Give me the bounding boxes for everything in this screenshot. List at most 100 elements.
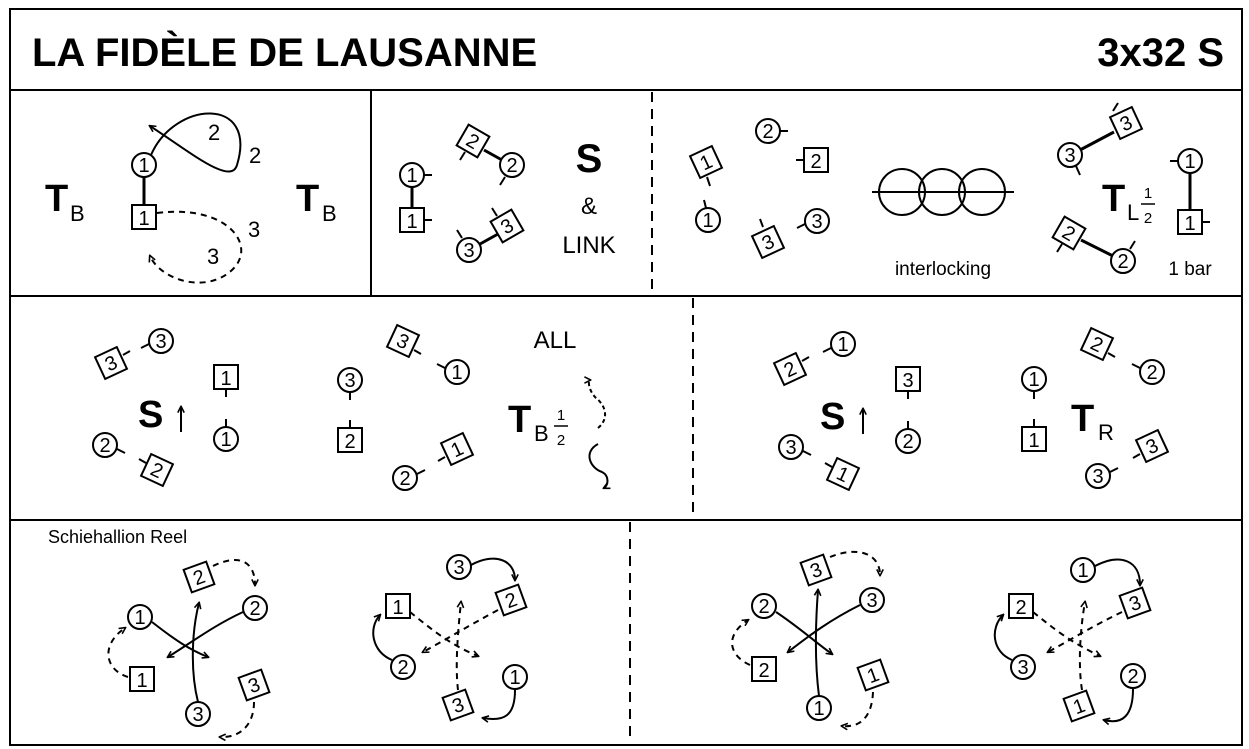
dancer-2-man <box>242 595 268 621</box>
dancer-3-woman <box>93 345 129 381</box>
dancer-label: 3 <box>811 211 822 233</box>
path-arrow <box>220 701 255 737</box>
dancer-label: 2 <box>758 596 769 618</box>
figure-setting: S <box>820 396 845 438</box>
bar-count: 1 bar <box>1168 259 1212 280</box>
path-arrow <box>842 691 874 726</box>
dancer-label: 1 <box>138 208 149 230</box>
dancer-label: 1 <box>451 362 462 384</box>
dancer-3-man <box>1085 463 1111 489</box>
dancer-1-man <box>1070 557 1096 583</box>
dancer-3-man <box>185 701 211 727</box>
dancer-label: 2 <box>344 431 355 453</box>
dancer-label: 2 <box>1015 597 1026 619</box>
formation-t-right-sub: B <box>322 201 337 226</box>
facing-tick <box>1132 453 1141 459</box>
facing-tick <box>1109 467 1119 473</box>
facing-tick <box>413 349 422 355</box>
dancer-1-woman <box>385 593 411 619</box>
dancer-label: 3 <box>785 437 796 459</box>
dancer-3-man <box>1057 142 1083 168</box>
dancer-label: 3 <box>192 704 203 726</box>
path-arrow <box>1094 558 1140 585</box>
dancer-2-woman <box>1079 326 1115 362</box>
dancer-3-man <box>456 237 482 263</box>
facing-tick <box>437 456 446 462</box>
dancer-3-woman <box>385 323 421 359</box>
dancer-3-woman <box>237 668 271 702</box>
facing-tick <box>759 218 764 228</box>
path-arrow <box>1104 688 1134 721</box>
dancer-label: 1 <box>406 165 417 187</box>
formation-t-sub: B <box>534 421 549 446</box>
dancer-2-man <box>390 654 416 680</box>
hand-link <box>1079 130 1115 152</box>
dancer-label: 1 <box>136 670 147 692</box>
dancer-3-man <box>148 328 174 354</box>
path-arrow <box>1078 602 1085 691</box>
dancer-label: 3 <box>155 331 166 353</box>
dancer-label: 1 <box>1028 369 1039 391</box>
path-arrow <box>107 628 129 678</box>
facing-tick <box>138 458 147 464</box>
panel-set-and-link: 1 1 2 2 3 3 S & LINK <box>399 123 616 263</box>
path-arrow <box>483 689 516 719</box>
reel-symbol <box>872 168 1014 216</box>
dancer-label: 1 <box>220 429 231 451</box>
dancer-2-woman <box>494 583 528 617</box>
fraction-den: 2 <box>557 432 565 449</box>
dancer-2-man <box>499 152 525 178</box>
facing-tick <box>1129 240 1136 250</box>
dancer-2-woman <box>139 452 175 488</box>
figure-link: LINK <box>562 232 615 259</box>
dancer-label: 3 <box>463 240 474 262</box>
dancer-label: 3 <box>344 370 355 392</box>
dancer-3-woman <box>489 208 525 244</box>
facing-tick <box>802 450 812 456</box>
dancer-label: 2 <box>397 657 408 679</box>
dancer-label: 2 <box>399 468 410 490</box>
path-arrow <box>470 557 515 580</box>
dancer-label: 2 <box>1127 666 1138 688</box>
dancer-3-woman <box>750 224 786 260</box>
facing-tick <box>459 151 466 161</box>
figure-all: ALL <box>534 327 577 354</box>
path-arrow <box>455 602 461 691</box>
dancer-label: 3 <box>1064 145 1075 167</box>
facing-tick <box>140 343 150 349</box>
dancer-label: 1 <box>406 211 417 233</box>
path-dancer-3 <box>150 210 243 284</box>
dancer-label: 3 <box>207 244 219 269</box>
facing-tick <box>416 469 426 475</box>
path-arrow <box>829 550 880 575</box>
path-arrow <box>1032 611 1100 656</box>
dancer-2-woman <box>751 656 777 682</box>
dancer-label: 2 <box>758 660 769 682</box>
dancer-label: 3 <box>902 370 913 392</box>
frame <box>9 8 1243 746</box>
dancer-3-woman <box>1108 105 1144 141</box>
dancer-label: 2 <box>208 120 220 145</box>
panel-turn-both: T B T B 1 1 2 2 3 3 <box>45 112 337 284</box>
dancer-label: 1 <box>702 210 713 232</box>
path-arrow <box>731 620 751 666</box>
dancer-1-woman <box>131 204 157 230</box>
dancer-3-woman <box>1134 428 1170 464</box>
dancer-3-woman <box>441 688 475 722</box>
dashed-dividers <box>629 92 694 743</box>
dancer-1-man <box>502 664 528 690</box>
path-arrow <box>423 609 499 652</box>
dancer-label: 1 <box>1077 560 1088 582</box>
path-arrow <box>372 615 393 661</box>
path-arrow <box>168 611 244 657</box>
dancer-1-woman <box>1177 209 1203 235</box>
dancer-label: 3 <box>866 590 877 612</box>
dancer-label: 2 <box>249 598 260 620</box>
facing-tick <box>1056 243 1063 253</box>
dancer-3-man <box>859 587 885 613</box>
dancer-3-man <box>778 434 804 460</box>
dancer-1-man <box>806 695 832 721</box>
dancer-label: 2 <box>249 143 261 168</box>
dancer-1-woman <box>399 207 425 233</box>
